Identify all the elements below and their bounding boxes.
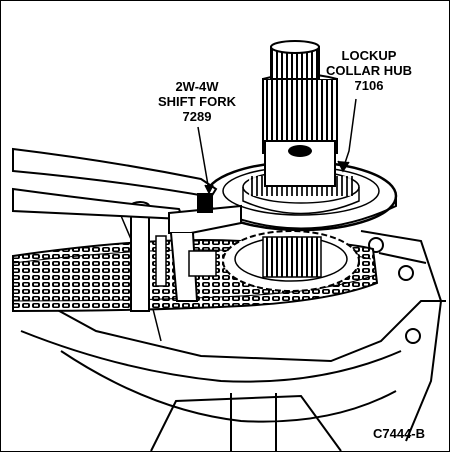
lockup-hub-label-line2: COLLAR HUB [326,63,412,78]
shift-fork [168,193,242,302]
shift-fork-part-number: 7289 [182,109,212,124]
callout-leaders [197,98,357,195]
lockup-hub-part-number: 7106 [354,78,384,93]
lockup-hub-label-line1: LOCKUP [341,48,397,63]
figure-id: C7444-B [373,426,426,441]
output-shaft [262,40,338,187]
lockup-hub-callout: LOCKUP COLLAR HUB 7106 [319,48,419,93]
shift-fork-callout: 2W-4W SHIFT FORK 7289 [156,79,238,124]
shift-fork-label-line2: SHIFT FORK [158,94,236,109]
technician-hand [12,147,218,221]
shift-fork-label-line1: 2W-4W [175,79,219,94]
drive-sprocket [222,230,360,292]
